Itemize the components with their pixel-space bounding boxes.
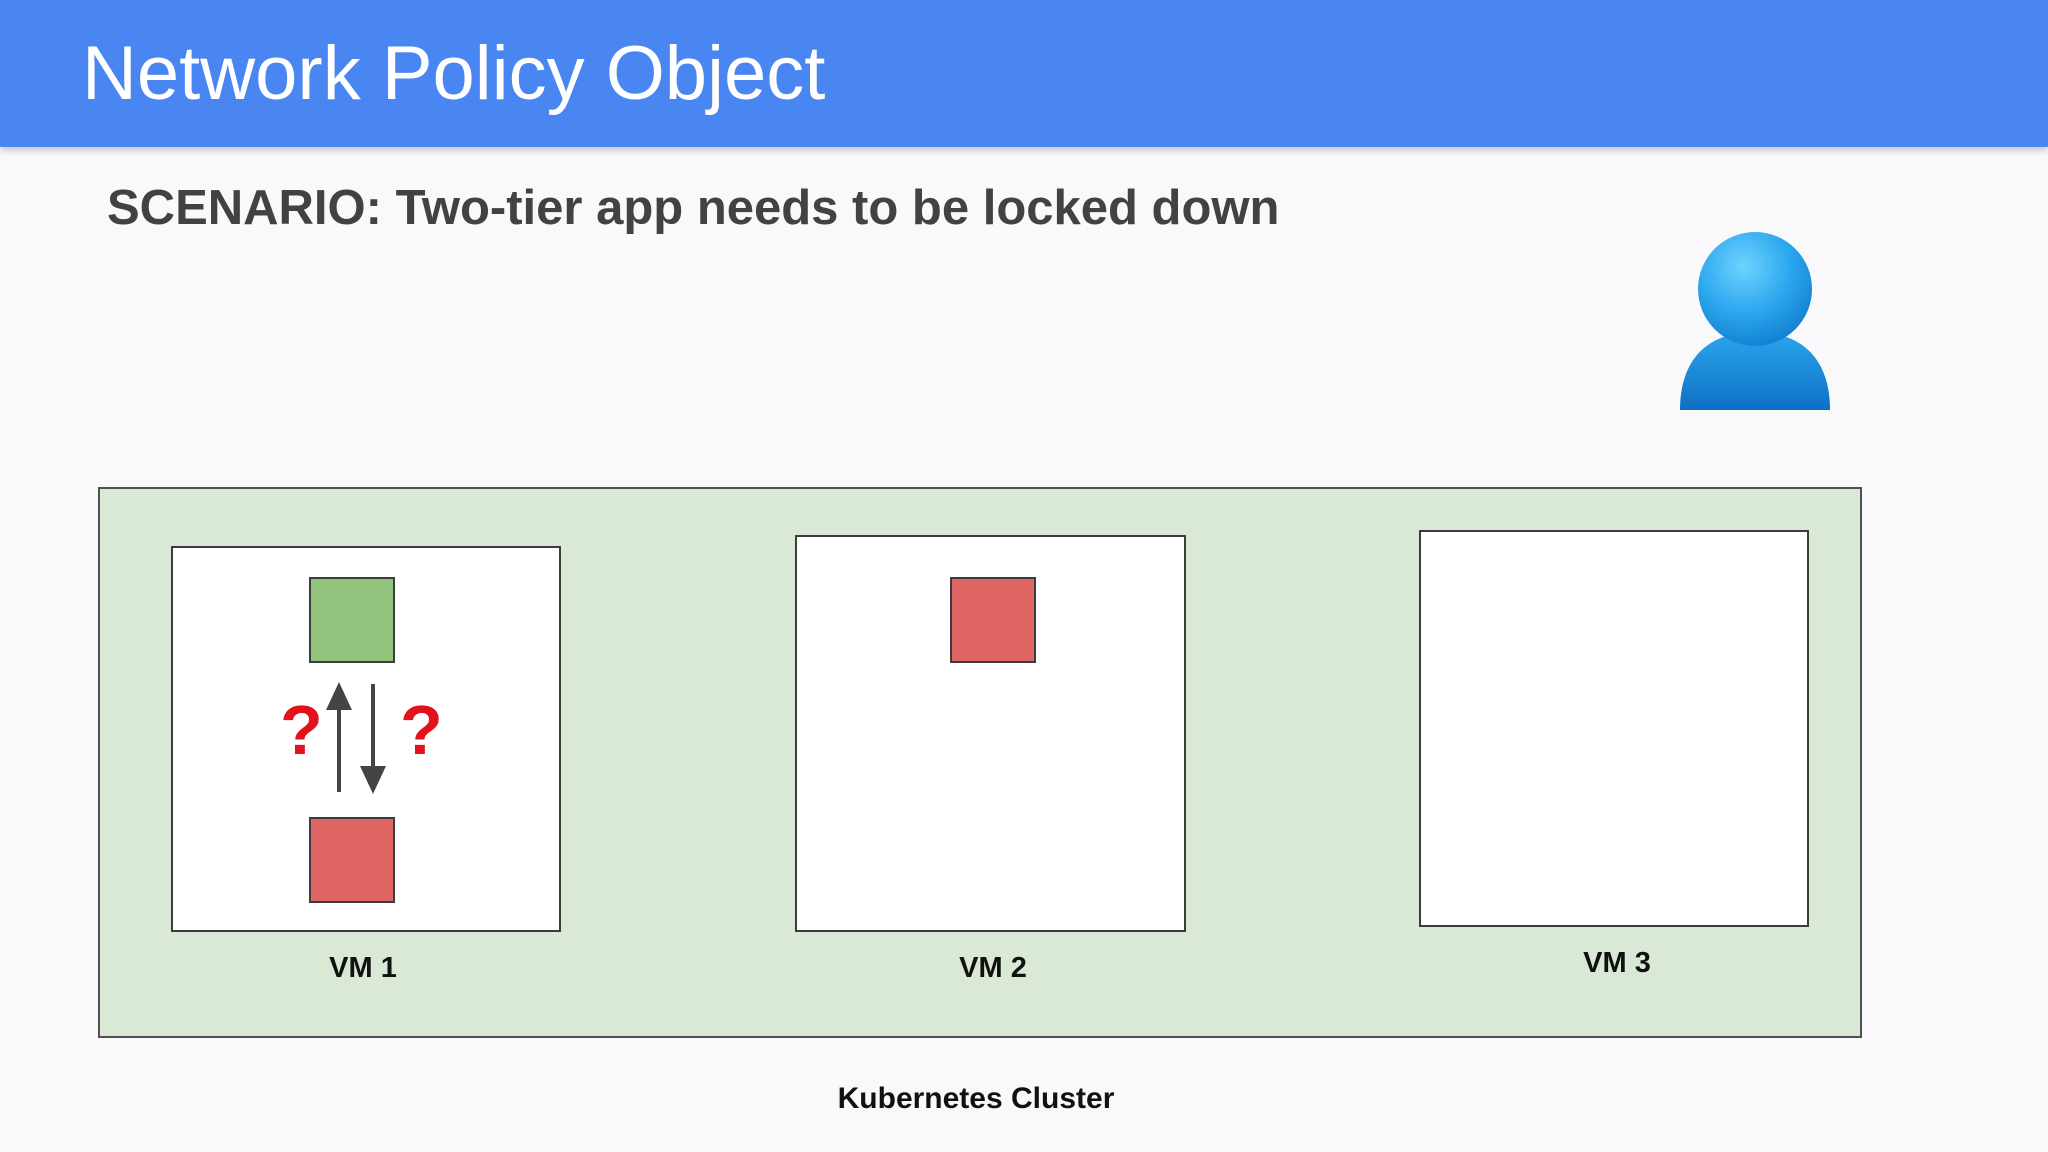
slide-header: Network Policy Object [0, 0, 2048, 147]
scenario-text: SCENARIO: Two-tier app needs to be locke… [107, 181, 1280, 235]
slide-title: Network Policy Object [82, 31, 826, 116]
user-icon [1680, 232, 1830, 410]
question-mark-right: ? [400, 691, 443, 769]
vm-2-label: VM 2 [959, 952, 1027, 984]
vm-3-label: VM 3 [1583, 947, 1651, 979]
pod-red [950, 577, 1036, 663]
vm-3-box [1419, 530, 1809, 927]
bidirectional-arrows-icon [326, 682, 386, 794]
kubernetes-cluster: VM 1 VM 2 VM 3 [98, 487, 1862, 1038]
pod-green [309, 577, 395, 663]
pod-red [309, 817, 395, 903]
cluster-label: Kubernetes Cluster [837, 1082, 1115, 1115]
vm-1-label: VM 1 [329, 952, 397, 984]
question-mark-left: ? [280, 691, 323, 769]
